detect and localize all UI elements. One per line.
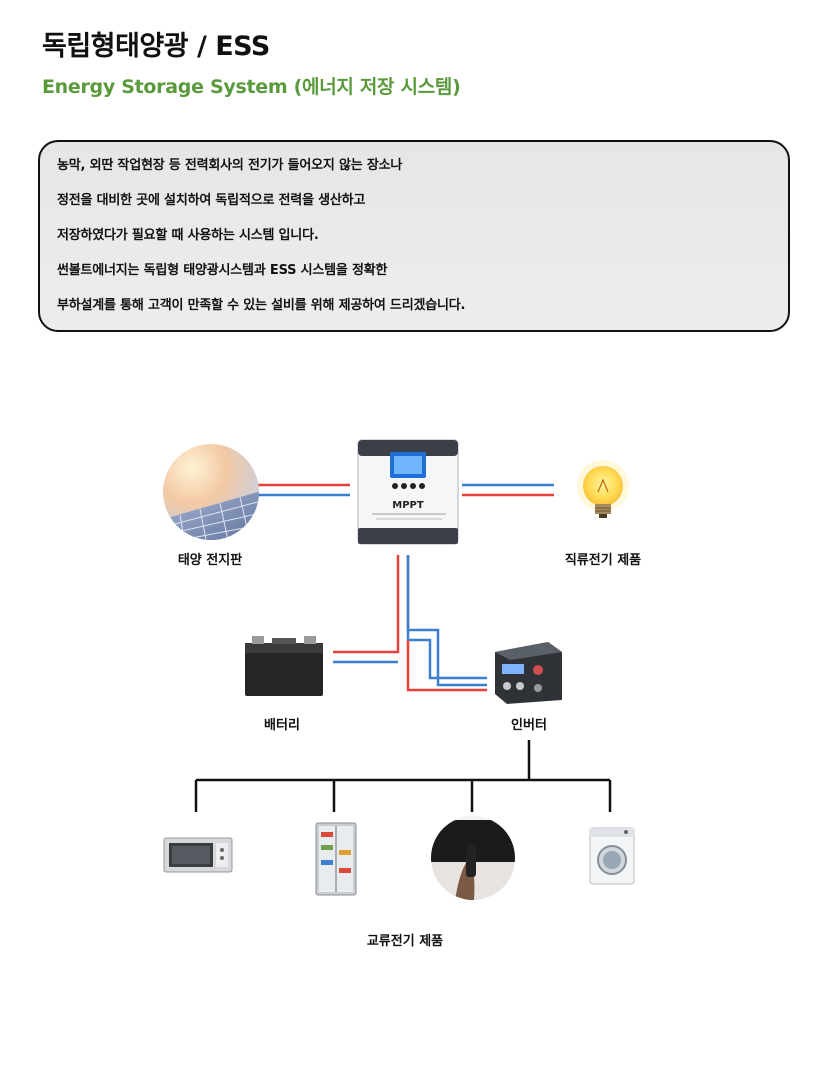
mppt-controller-icon bbox=[357, 439, 459, 545]
info-box: 농막, 외딴 작업현장 등 전력회사의 전기가 들어오지 않는 장소나 정전을 … bbox=[38, 140, 790, 332]
info-line: 정전을 대비한 곳에 설치하여 독립적으로 전력을 생산하고 bbox=[57, 193, 366, 208]
wire-solar-controller bbox=[258, 483, 350, 497]
battery-icon bbox=[245, 636, 323, 696]
inverter-icon bbox=[495, 642, 562, 704]
mppt-label: MPPT bbox=[392, 500, 424, 511]
inverter-label: 인버터 bbox=[511, 718, 547, 733]
info-line: 농막, 외딴 작업현장 등 전력회사의 전기가 들어오지 않는 장소나 bbox=[57, 158, 403, 173]
wire-ac-tree bbox=[194, 740, 612, 812]
solar-panel-icon bbox=[163, 444, 259, 540]
washing-machine-icon bbox=[589, 827, 635, 885]
light-bulb-icon bbox=[577, 460, 629, 518]
page-title: 독립형태양광 / ESS bbox=[42, 31, 270, 62]
wire-controller-dc bbox=[462, 483, 554, 497]
info-line: 부하설계를 통해 고객이 만족할 수 있는 설비를 위해 제공하여 드리겠습니다… bbox=[57, 298, 466, 313]
tv-remote-icon bbox=[431, 816, 515, 900]
info-line: 썬볼트에너지는 독립형 태양광시스템과 ESS 시스템을 정확한 bbox=[57, 263, 388, 278]
info-line: 저장하였다가 필요할 때 사용하는 시스템 입니다. bbox=[57, 228, 319, 243]
page-subtitle: Energy Storage System (에너지 저장 시스템) bbox=[42, 76, 461, 98]
battery-label: 배터리 bbox=[264, 718, 300, 733]
microwave-icon bbox=[163, 837, 233, 873]
refrigerator-icon bbox=[315, 822, 357, 896]
solar-panel-label: 태양 전지판 bbox=[177, 553, 243, 568]
dc-products-label: 직류전기 제품 bbox=[564, 553, 642, 568]
ac-products-label: 교류전기 제품 bbox=[366, 934, 444, 949]
wire-controller-storage bbox=[333, 555, 487, 692]
